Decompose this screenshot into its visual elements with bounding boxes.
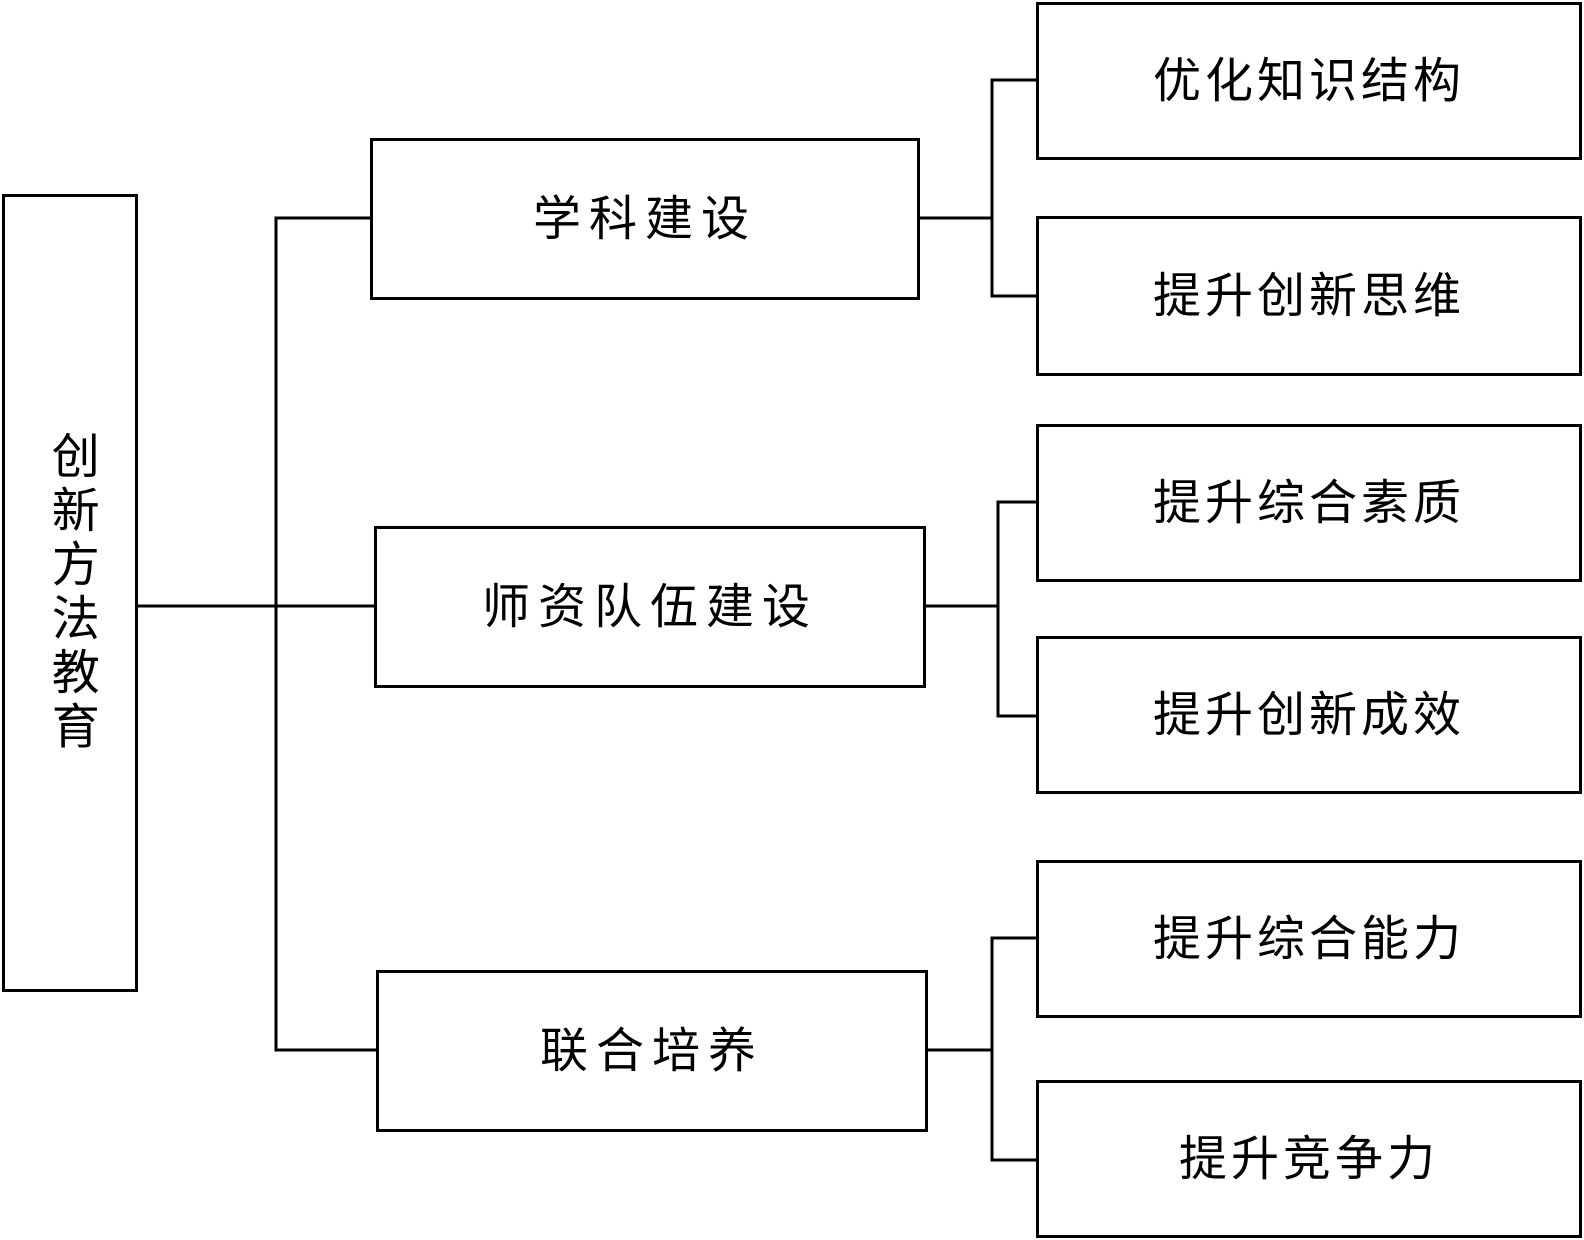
- root-label: 创新方法教育: [42, 431, 99, 755]
- branch-node-3: 联合培养: [376, 970, 928, 1132]
- leaf-label-1a: 优化知识结构: [1152, 53, 1465, 109]
- branch-label-3: 联合培养: [539, 1023, 764, 1079]
- branch-node-2: 师资队伍建设: [374, 526, 926, 688]
- leaf-label-2a: 提升综合素质: [1152, 475, 1465, 531]
- leaf-node-3b: 提升竞争力: [1036, 1080, 1582, 1238]
- leaf-node-3a: 提升综合能力: [1036, 860, 1582, 1018]
- leaf-node-2a: 提升综合素质: [1036, 424, 1582, 582]
- leaf-label-3a: 提升综合能力: [1152, 911, 1465, 967]
- leaf-label-2b: 提升创新成效: [1152, 687, 1465, 743]
- leaf-node-1a: 优化知识结构: [1036, 2, 1582, 160]
- root-node: 创新方法教育: [2, 194, 138, 992]
- branch-label-1: 学科建设: [532, 191, 757, 247]
- branch-label-2: 师资队伍建设: [481, 579, 818, 635]
- branch-node-1: 学科建设: [370, 138, 920, 300]
- leaf-label-3b: 提升竞争力: [1178, 1131, 1439, 1187]
- leaf-label-1b: 提升创新思维: [1152, 268, 1465, 324]
- leaf-node-2b: 提升创新成效: [1036, 636, 1582, 794]
- leaf-node-1b: 提升创新思维: [1036, 216, 1582, 376]
